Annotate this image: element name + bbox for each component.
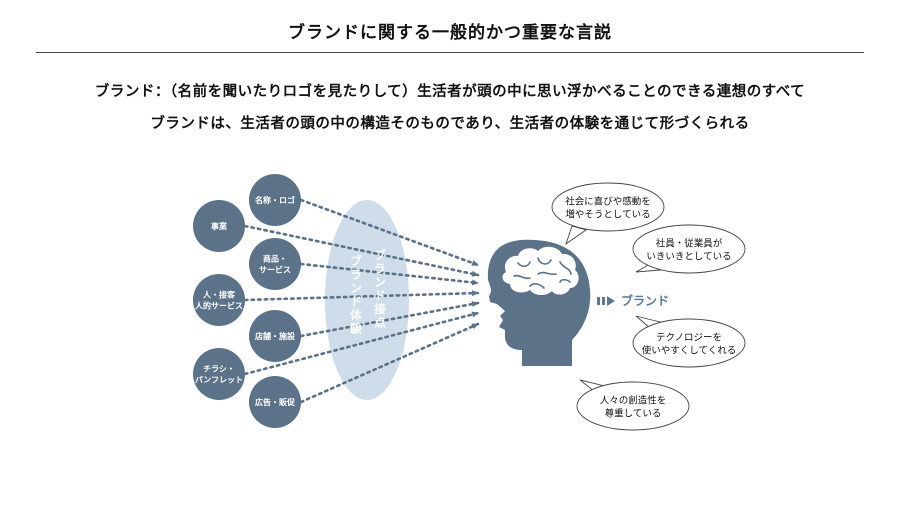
ellipse-labels: ブランド体験 ブランド接点 — [350, 248, 386, 336]
touchpoint-label: パンフレット — [195, 375, 243, 385]
touchpoint-node: 広告・販促 — [249, 376, 301, 428]
bubble-text: 使いやすくしてくれる — [642, 345, 736, 357]
touchpoint-circle — [249, 174, 301, 226]
touchpoint-connectors — [243, 198, 480, 404]
touchpoint-label: サービス — [259, 265, 291, 275]
ellipse-label-touchpoint: ブランド接点 — [374, 248, 386, 330]
bubble-fill — [578, 383, 688, 429]
touchpoint-circle — [249, 310, 301, 362]
bubble-text: 尊重している — [605, 408, 662, 420]
touchpoint-label: 広告・販促 — [255, 397, 296, 407]
association-bubbles: 社会に喜びや感動を増やそうとしている社員・従業員がいきいきとしているテクノロジー… — [551, 182, 746, 431]
touchpoint-node: 商品・サービス — [249, 238, 301, 290]
touchpoint-node: 事業 — [193, 200, 245, 252]
brand-output: ブランド — [597, 293, 669, 308]
bubble-text: 社員・従業員が — [656, 238, 723, 250]
touchpoint-connector — [299, 262, 480, 286]
brand-arrow-tick — [602, 297, 605, 305]
brand-experience-ellipse — [325, 200, 409, 400]
touchpoint-label: 商品・ — [263, 254, 287, 264]
touchpoint-circle — [249, 376, 301, 428]
touchpoint-circle — [193, 200, 245, 252]
touchpoint-nodes: 名称・ロゴ事業商品・サービス人・接客人的サービス店舗・施設チラシ・パンフレット広… — [193, 174, 301, 428]
touchpoint-circle — [193, 348, 245, 400]
touchpoint-label: 事業 — [211, 221, 228, 231]
ellipse-label-experience: ブランド体験 — [350, 254, 362, 336]
definition-line-2: ブランドは、生活者の頭の中の構造そのものであり、生活者の体験を通じて形づくられる — [150, 116, 750, 132]
page-title: ブランドに関する一般的かつ重要な言説 — [288, 23, 612, 43]
touchpoint-connector — [243, 311, 480, 376]
touchpoint-circle — [193, 274, 245, 326]
brand-label: ブランド — [621, 293, 669, 308]
touchpoint-connector — [299, 301, 480, 338]
definition-line-1: ブランド：（名前を聞いたりロゴを見たりして）生活者が頭の中に思い浮かべることので… — [94, 84, 806, 100]
bubble-fill — [553, 184, 663, 230]
bubble-text: 増やそうとしている — [565, 209, 650, 221]
touchpoint-connector — [243, 224, 480, 277]
bubble-text: いきいきとしている — [646, 252, 731, 263]
touchpoint-node: 名称・ロゴ — [249, 174, 301, 226]
touchpoint-label: 人・接客 — [203, 290, 236, 300]
touchpoint-connector — [299, 198, 480, 267]
touchpoint-node: チラシ・パンフレット — [193, 348, 245, 400]
touchpoint-node: 店舗・施設 — [249, 310, 301, 362]
touchpoint-label: チラシ・ — [203, 365, 235, 374]
bubble-text: テクノロジーを — [656, 333, 722, 344]
brand-arrow-icon — [607, 296, 615, 306]
brain-icon — [502, 246, 579, 296]
touchpoint-connector — [243, 290, 480, 302]
touchpoint-circle — [249, 238, 301, 290]
touchpoint-label: 名称・ロゴ — [255, 195, 295, 205]
bubble-fill — [634, 320, 744, 366]
bubble-text: 人々の創造性を — [600, 395, 667, 407]
touchpoint-label: 人的サービス — [195, 301, 243, 311]
touchpoint-label: 店舗・施設 — [255, 331, 296, 341]
title-divider — [36, 52, 864, 53]
touchpoint-connector — [299, 322, 480, 404]
bubble-fill — [634, 226, 744, 272]
brand-arrow-tick — [597, 297, 600, 305]
bubble-text: 社会に喜びや感動を — [565, 196, 651, 208]
